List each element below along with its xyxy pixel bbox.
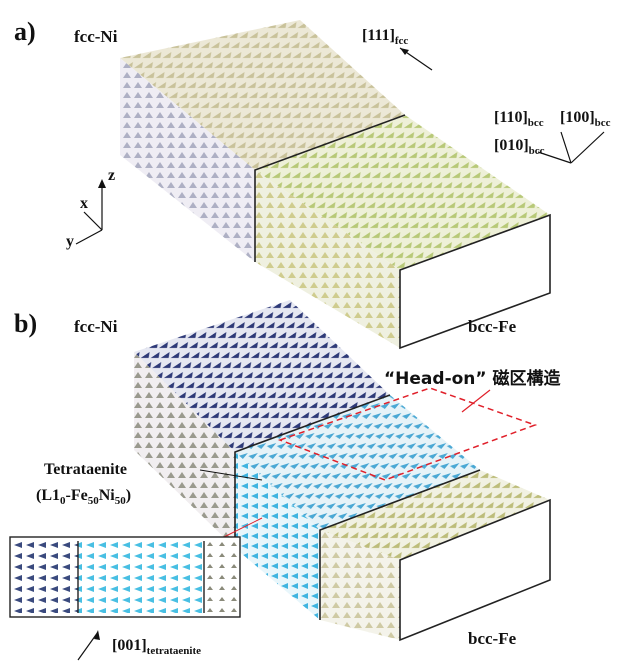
panel-b-bcc-bottom-label: bcc-Fe — [468, 629, 517, 648]
dir-110-bcc-label: [110]bcc — [494, 109, 544, 129]
panel-a-fcc-top-face — [120, 20, 405, 170]
tetrataenite-leader-line — [199, 469, 263, 481]
coordinate-axes — [75, 182, 103, 245]
panel-b: b) fcc-Ni bcc-Fe bcc-Fe “Head-on” 磁区構造 T… — [9, 300, 561, 661]
panel-a-interface-line — [254, 114, 406, 262]
panel-a-fcc-label: fcc-Ni — [74, 27, 118, 46]
panel-b-label: b) — [14, 309, 37, 338]
panel-a-bcc-side-face — [255, 170, 400, 348]
panel-a-end-face — [399, 213, 551, 350]
panel-b-bcc-top-face — [320, 470, 550, 560]
axis-y-label: y — [66, 233, 74, 250]
panel-a: a) fcc-Ni [111]fcc [110]bcc [100]bcc [01… — [14, 17, 611, 350]
panel-b-tetra-front-face — [235, 452, 320, 620]
headon-domain-label: “Head-on” 磁区構造 — [384, 368, 561, 389]
dir-111-arrowhead — [400, 48, 409, 55]
panel-b-fcc-top-face — [134, 300, 390, 452]
dir-001-arrowhead — [94, 630, 100, 640]
panel-b-fcc-side-face — [134, 352, 235, 548]
headon-domain-outline — [277, 387, 538, 481]
bcc-direction-triad — [537, 131, 605, 164]
panel-a-label: a) — [14, 17, 36, 46]
inset-cross-section — [9, 536, 241, 618]
tetrataenite-formula: (L10-Fe50Ni50) — [36, 487, 131, 507]
axis-x-label: x — [80, 195, 88, 212]
panel-b-fcc-label: fcc-Ni — [74, 317, 118, 336]
panel-a-bcc-top-face — [255, 115, 550, 270]
axis-z-arrowhead — [98, 179, 106, 188]
axis-z-label: z — [108, 167, 115, 184]
panel-b-tetra-top-face — [235, 395, 480, 530]
panel-b-end-face — [399, 498, 551, 642]
dir-100-bcc-label: [100]bcc — [560, 109, 611, 129]
dir-010-bcc-label: [010]bcc — [494, 137, 545, 157]
panel-b-interface-1 — [234, 394, 391, 548]
panel-b-bcc-label: bcc-Fe — [468, 317, 517, 336]
panel-b-bcc-front-face — [320, 530, 400, 640]
panel-b-interface-2 — [319, 469, 481, 620]
panel-a-fcc-side-face — [120, 58, 255, 262]
dir-001-tetrataenite-label: [001]tetrataenite — [112, 637, 201, 657]
headon-leader-line — [461, 389, 491, 413]
tetrataenite-label: Tetrataenite — [44, 461, 127, 478]
dir-111-fcc-label: [111]fcc — [362, 27, 408, 47]
dir-001-arrow — [77, 631, 99, 661]
